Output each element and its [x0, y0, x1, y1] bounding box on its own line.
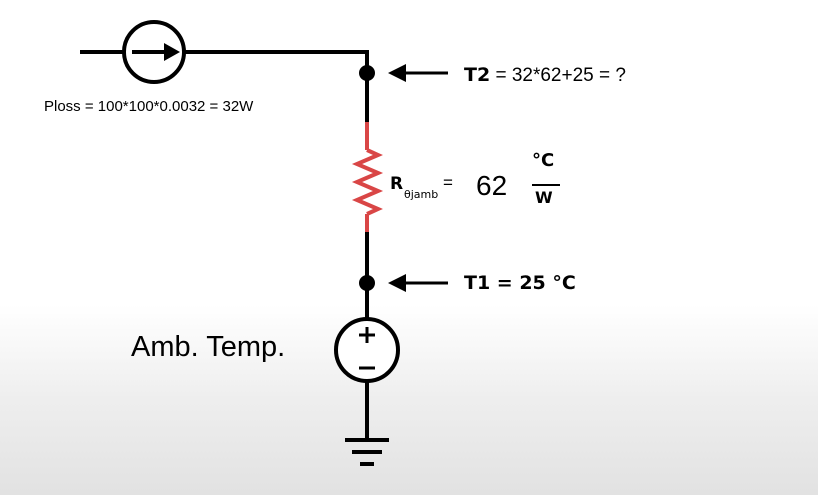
voltage-source — [334, 317, 400, 383]
resistance-value: 62 — [476, 170, 508, 201]
resistance-equals: = — [443, 173, 453, 192]
resistor — [351, 122, 384, 232]
t2-label: T2 = 32*62+25 = ? — [464, 64, 626, 87]
node-t1 — [359, 275, 375, 291]
current-arrow-head — [164, 43, 180, 61]
ploss-label: Ploss = 100*100*0.0032 = 32W — [44, 98, 254, 115]
t2-symbol: T2 — [464, 64, 491, 86]
node-t2 — [359, 65, 375, 81]
current-source — [122, 20, 186, 84]
t1-label: T1 = 25 °C — [464, 272, 576, 294]
t2-pointer-arrow — [388, 64, 448, 82]
resistance-subscript: θjamb — [404, 188, 439, 201]
t2-expression: = 32*62+25 = ? — [490, 65, 626, 86]
resistance-symbol: R — [390, 174, 404, 194]
t1-pointer-arrow — [388, 274, 448, 292]
unit-numerator: °C — [532, 150, 555, 171]
ambient-temp-label: Amb. Temp. — [131, 331, 286, 363]
unit-denominator: W — [535, 188, 553, 207]
ground-symbol — [345, 438, 389, 466]
